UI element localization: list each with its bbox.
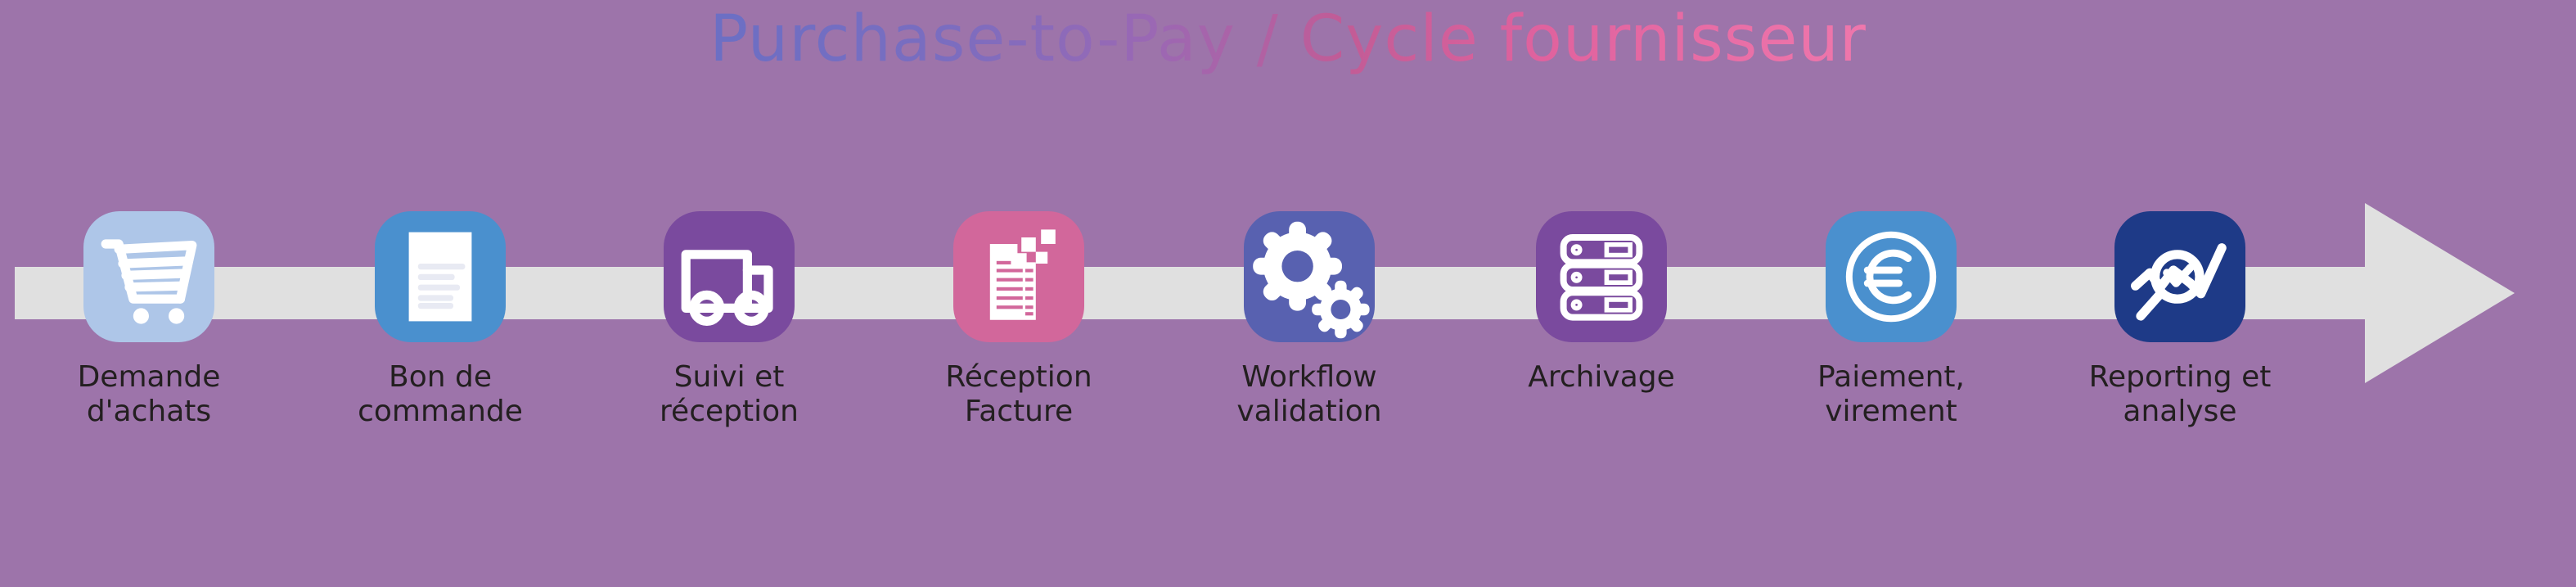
gears-icon <box>1253 221 1370 339</box>
process-step-1[interactable]: Demande d'achats <box>26 211 272 430</box>
step-7-label: Paiement, virement <box>1817 360 1965 429</box>
page-title: Purchase-to-Pay / Cycle fournisseur <box>0 6 2576 74</box>
document-icon <box>408 232 472 322</box>
process-flow-arrow-head <box>2365 203 2515 383</box>
delivery-truck-icon <box>681 250 773 326</box>
step-6-label: Archivage <box>1528 360 1675 394</box>
process-step-7[interactable]: Paiement, virement <box>1768 211 2014 430</box>
step-4-icon-tile[interactable] <box>953 211 1084 342</box>
step-5-label: Workflow validation <box>1236 360 1382 429</box>
step-8-label: Reporting et analyse <box>2088 360 2272 429</box>
step-2-icon-tile[interactable] <box>375 211 506 342</box>
step-3-label: Suivi et réception <box>660 360 799 429</box>
step-1-icon-tile[interactable] <box>83 211 214 342</box>
shopping-cart-icon <box>101 239 197 324</box>
process-step-8[interactable]: Reporting et analyse <box>2057 211 2303 430</box>
euro-coin-icon <box>1845 231 1937 323</box>
process-step-6[interactable]: Archivage <box>1479 211 1724 395</box>
analytics-magnifier-icon <box>2131 243 2227 321</box>
step-6-icon-tile[interactable] <box>1536 211 1667 342</box>
process-step-2[interactable]: Bon de commande <box>317 211 563 430</box>
step-4-label: Réception Facture <box>945 360 1092 429</box>
cart-wheel-left <box>133 308 149 324</box>
process-step-4[interactable]: Réception Facture <box>896 211 1142 430</box>
step-1-label: Demande d'achats <box>77 360 221 429</box>
step-3-icon-tile[interactable] <box>664 211 795 342</box>
step-2-label: Bon de commande <box>358 360 523 429</box>
step-7-icon-tile[interactable] <box>1826 211 1957 342</box>
step-5-icon-tile[interactable] <box>1244 211 1375 342</box>
cart-wheel-right <box>169 308 185 324</box>
process-step-3[interactable]: Suivi et réception <box>606 211 852 430</box>
server-rack-icon <box>1560 234 1643 321</box>
step-8-icon-tile[interactable] <box>2114 211 2245 342</box>
page-title-text: Purchase-to-Pay / Cycle fournisseur <box>709 2 1867 76</box>
invoice-scan-icon <box>989 229 1056 320</box>
process-step-5[interactable]: Workflow validation <box>1187 211 1432 430</box>
